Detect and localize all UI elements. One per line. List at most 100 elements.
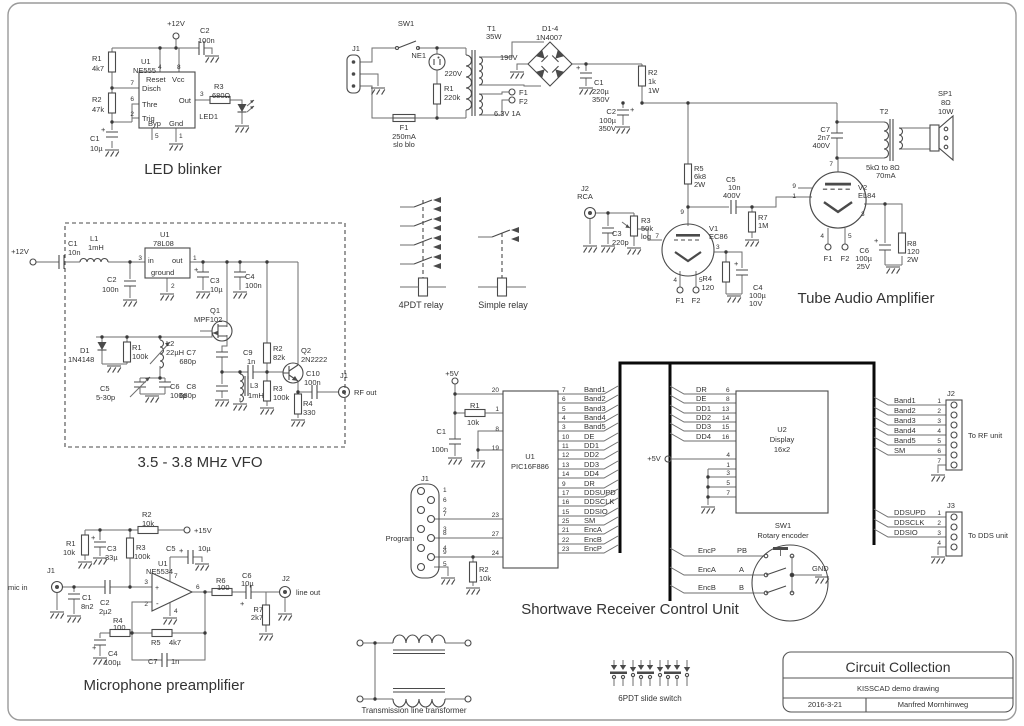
label: C1	[68, 239, 78, 248]
label: 1	[179, 133, 183, 140]
label: 7	[829, 161, 833, 168]
label: 680p	[179, 357, 196, 366]
label: D1-4	[542, 24, 558, 33]
label: DDSUPD	[894, 508, 926, 517]
resistor-r2-vfo	[262, 342, 272, 364]
potentiometer-r3-volume	[629, 215, 639, 237]
label: 1n	[171, 657, 179, 666]
label: +	[576, 63, 581, 72]
label: 24	[492, 550, 500, 557]
label: +	[194, 265, 199, 274]
label: 10µ	[198, 544, 211, 553]
label: DDSUPD	[584, 488, 616, 497]
label: L1	[90, 234, 98, 243]
v1-heater-f2	[692, 286, 700, 294]
label: ground	[151, 268, 174, 277]
title-block-author: Manfred Mornhinweg	[898, 700, 968, 709]
label: J3	[947, 501, 955, 510]
label: 4	[937, 428, 941, 435]
label: DD3	[584, 460, 599, 469]
label: Band3	[584, 404, 606, 413]
relay-4pdt	[400, 197, 446, 297]
label: SW1	[398, 19, 414, 28]
label: 330	[303, 408, 316, 417]
label: To DDS unit	[968, 531, 1009, 540]
neon-lamp-ne1	[428, 53, 446, 71]
label: 3	[144, 579, 148, 586]
label: 100µ	[104, 658, 122, 667]
switch-sw1-blade	[397, 40, 417, 49]
label: 5	[848, 233, 852, 240]
label: U1	[141, 57, 151, 66]
label: 5-30p	[96, 393, 115, 402]
label: A	[739, 565, 744, 574]
relay-simple-label: Simple relay	[478, 300, 528, 310]
transformer-t1-secondary-hv	[478, 56, 484, 86]
resistor-r7-mic	[261, 604, 271, 626]
label: C5	[100, 384, 110, 393]
label: C1	[90, 134, 100, 143]
label: C2	[606, 107, 616, 116]
label: To RF unit	[968, 431, 1003, 440]
label: C9	[243, 348, 253, 357]
label: 100	[217, 583, 230, 592]
resistor-r4-vfo	[293, 393, 303, 415]
label: R3	[136, 543, 146, 552]
label: SW1	[775, 521, 791, 530]
label: 2k7	[251, 613, 263, 622]
label: -	[156, 599, 159, 608]
label: 3	[200, 91, 204, 98]
title-block-subtitle: KISSCAD demo drawing	[857, 684, 939, 693]
label: R3	[214, 82, 224, 91]
resistor-r1-mcu	[464, 408, 486, 418]
label: 5kΩ to 8Ω	[866, 163, 900, 172]
label: in	[148, 256, 154, 265]
label: 2W	[907, 255, 919, 264]
label: 17	[562, 490, 570, 497]
label: D1	[80, 346, 90, 355]
label: EncA	[584, 525, 602, 534]
label: R2	[92, 95, 102, 104]
label: +	[630, 105, 635, 114]
label: 100k	[132, 352, 149, 361]
label: 220p	[612, 238, 629, 247]
capacitor-c5-coupling	[730, 199, 737, 215]
line-out-jack-j2	[278, 585, 292, 599]
label: J1	[340, 371, 348, 380]
label: C3	[210, 276, 220, 285]
inductor-l1	[79, 257, 109, 263]
speaker-sp1	[929, 124, 940, 152]
label: LED1	[199, 112, 218, 121]
label: C5	[166, 544, 176, 553]
label: DDSCLK	[894, 518, 924, 527]
label: 16	[562, 499, 570, 506]
label: 190V	[500, 53, 518, 62]
control-unit-title: Shortwave Receiver Control Unit	[521, 601, 739, 618]
label: 2	[443, 507, 447, 514]
label: RF out	[354, 388, 377, 397]
label: 100	[113, 623, 126, 632]
tlt-winding-upper	[392, 634, 446, 644]
label: 4k7	[92, 64, 104, 73]
label: 10n	[68, 248, 81, 257]
label: C4	[108, 649, 118, 658]
label: 2µ2	[99, 607, 112, 616]
label: T1	[487, 24, 496, 33]
label: 3	[937, 418, 941, 425]
capacitor-c10	[311, 384, 318, 400]
label: U1	[525, 452, 535, 461]
label: DR	[696, 385, 707, 394]
transformer-t1-primary	[465, 54, 473, 111]
label: 6	[937, 448, 941, 455]
label: C7	[148, 657, 158, 666]
label: 4	[174, 608, 178, 615]
label: 1n	[247, 357, 255, 366]
transistor-q1-mpf102	[211, 320, 233, 342]
label: F1	[676, 296, 685, 305]
label: 10µ	[210, 285, 223, 294]
label: 8n2	[81, 602, 94, 611]
label: 8Ω	[941, 98, 951, 107]
label: Vcc	[172, 75, 185, 84]
